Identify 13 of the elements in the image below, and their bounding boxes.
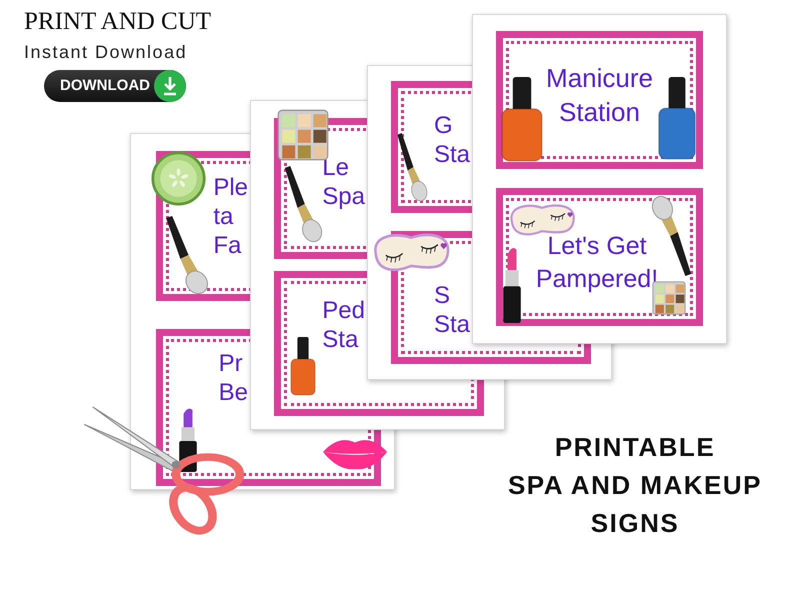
subheading: Instant Download: [24, 42, 188, 63]
sign-text: S Sta: [434, 281, 470, 339]
download-button: DOWNLOAD: [44, 70, 186, 102]
sign-text: Le Spa: [322, 153, 365, 211]
sign-text: Ple ta Fa: [213, 173, 248, 260]
sign-text: G Sta: [434, 111, 470, 169]
title: PRINTABLE SPA AND MAKEUP SIGNS: [506, 431, 764, 540]
sign-sheet: [472, 14, 727, 344]
sign-text: Let's Get Pampered!: [534, 231, 660, 295]
heading: PRINT AND CUT: [24, 8, 212, 36]
sign-text: Ped Sta: [322, 296, 365, 354]
sign-text: Manicure Station: [545, 62, 654, 129]
sign-text: Pr Be: [218, 349, 248, 407]
